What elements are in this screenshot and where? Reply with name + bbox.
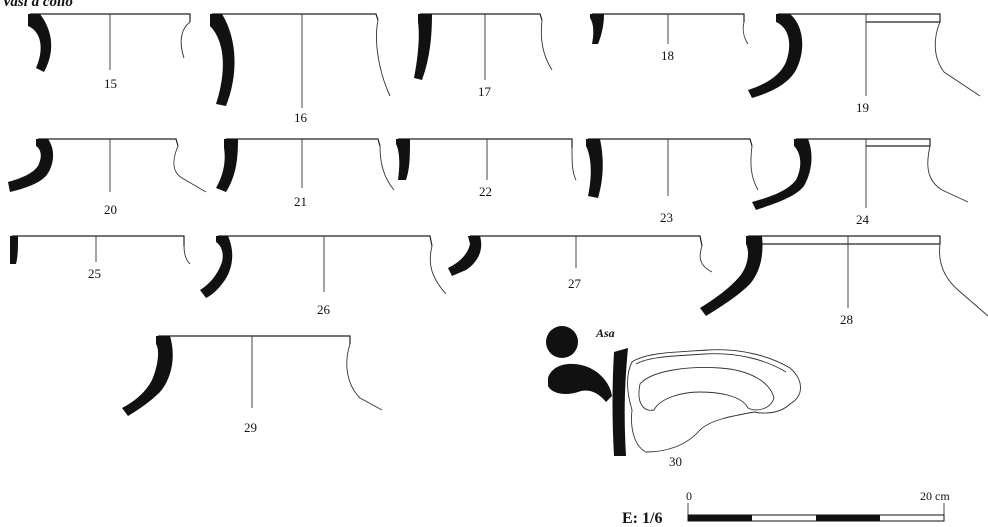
- plate-title: Vasi a collo: [2, 0, 73, 10]
- vessel-label-19: 19: [856, 100, 869, 115]
- scale-label: E: 1/6: [622, 510, 662, 527]
- vessel-label-27: 27: [568, 276, 582, 291]
- vessel-drawing-17: 17: [414, 13, 553, 99]
- scale-start-label: 0: [686, 489, 692, 503]
- vessel-label-25: 25: [88, 266, 101, 281]
- handle-section-profile: [548, 363, 612, 402]
- vessel-label-26: 26: [317, 302, 331, 317]
- vessel-drawing-15: 15: [28, 13, 191, 91]
- vessel-label-17: 17: [478, 84, 492, 99]
- vessel-drawing-19: 19: [748, 13, 981, 115]
- vessel-drawing-25: 25: [10, 235, 191, 281]
- scale-end-label: 20 cm: [920, 489, 950, 503]
- vessel-label-16: 16: [294, 110, 308, 125]
- handle-section-round: [546, 326, 578, 358]
- handle-drawing-30: Asa 30: [546, 326, 801, 469]
- vessel-label-15: 15: [104, 76, 117, 91]
- vessel-drawing-24: 24: [752, 138, 969, 227]
- vessel-label-20: 20: [104, 202, 117, 217]
- vessel-wall-section: [612, 348, 628, 456]
- vessel-label-28: 28: [840, 312, 853, 327]
- vessel-drawing-22: 22: [396, 138, 577, 199]
- vessel-drawing-23: 23: [586, 138, 759, 225]
- vessel-drawing-20: 20: [8, 138, 207, 217]
- vessel-drawing-28: 28: [700, 235, 988, 327]
- vessel-drawing-27: 27: [448, 235, 713, 291]
- vessel-label-23: 23: [660, 210, 673, 225]
- vessel-label-21: 21: [294, 194, 307, 209]
- scale-bar: E: 1/6 0 20 cm: [622, 489, 950, 527]
- vessel-drawing-16: 16: [210, 13, 391, 125]
- vessel-label-24: 24: [856, 212, 870, 227]
- vessel-drawing-21: 21: [216, 138, 395, 209]
- vessel-label-30: 30: [669, 454, 682, 469]
- vessel-label-29: 29: [244, 420, 257, 435]
- vessel-drawing-26: 26: [200, 235, 447, 317]
- vessel-label-22: 22: [479, 184, 492, 199]
- handle-label-asa: Asa: [595, 326, 615, 340]
- handle-fragment-outline: [627, 349, 801, 453]
- vessel-drawing-29: 29: [122, 335, 383, 435]
- vessel-label-18: 18: [661, 48, 674, 63]
- handle-top-view: [638, 367, 775, 411]
- vessel-drawing-18: 18: [590, 13, 749, 63]
